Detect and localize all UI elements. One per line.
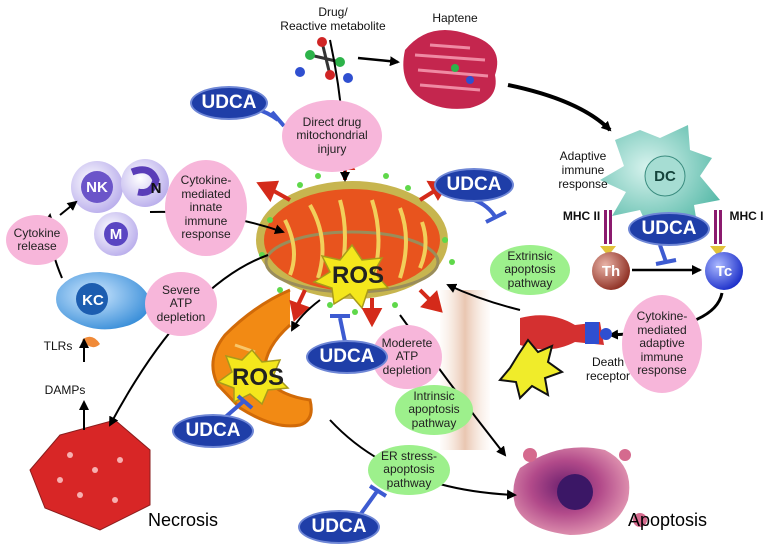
death-receptor-icon	[520, 315, 612, 350]
mhc-i-receptor-icon	[710, 210, 726, 256]
drug-molecule-icon	[295, 37, 353, 83]
oval-cytokine-release: Cytokine release	[6, 215, 68, 265]
oval-severe-atp: Severe ATP depletion	[145, 272, 217, 336]
ros-burst-mitochondrion-icon	[312, 243, 390, 310]
oval-direct-injury: Direct drug mitochondrial injury	[282, 100, 382, 172]
tc-cell	[705, 252, 743, 290]
arrow-extrinsic-mito	[446, 283, 521, 311]
th-cell	[592, 252, 630, 290]
necrotic-cell-icon	[29, 419, 151, 531]
arrow-mito-damaged	[291, 299, 321, 332]
macrophage-cell	[94, 212, 138, 256]
neutrophil-cell	[121, 159, 169, 207]
nk-cell	[71, 161, 123, 213]
necrosis-label: Necrosis	[148, 510, 219, 530]
apoptosis-label: Apoptosis	[628, 510, 708, 530]
arrow-drug-haptene	[357, 56, 400, 67]
mhc-ii-receptor-icon	[600, 210, 616, 256]
oval-extrinsic-pathway: Extrinsic apoptosis pathway	[490, 245, 570, 295]
death-receptor-label: Death receptor	[585, 355, 631, 383]
arrow-release-innate	[59, 200, 78, 216]
oval-adaptive-cytokine: Cytokine- mediated adaptive immune respo…	[622, 295, 702, 393]
ros-label-damaged: ROS	[232, 364, 285, 391]
ros-burst-damaged-icon	[216, 348, 290, 406]
haptene-label: Haptene	[432, 11, 478, 25]
kupffer-cell	[56, 272, 150, 330]
neutrophil-label: N	[150, 179, 162, 197]
mhc-ii-label: MHC II	[562, 209, 601, 223]
adaptive-immune-label: Adaptive immune response	[558, 149, 608, 191]
oval-moderate-atp: Moderete ATP depletion	[372, 325, 442, 389]
kc-label: KC	[82, 291, 104, 309]
udca-badge-4: UDCA	[306, 340, 388, 374]
dc-label: DC	[654, 167, 676, 185]
apoptotic-cell-icon	[513, 447, 647, 535]
oval-innate-immune: Cytokine- mediated innate immune respons…	[165, 160, 247, 256]
udca-badge-1: UDCA	[190, 86, 268, 120]
udca-badge-2: UDCA	[434, 168, 514, 202]
ros-label-mitochondrion: ROS	[332, 262, 385, 289]
th-label: Th	[601, 262, 621, 280]
udca-badge-5: UDCA	[172, 414, 254, 448]
udca-badge-6: UDCA	[298, 510, 380, 544]
oval-er-stress-pathway: ER stress- apoptosis pathway	[368, 445, 450, 495]
macrophage-label: M	[109, 225, 123, 243]
tc-label: Tc	[715, 262, 733, 280]
tlrs-label: TLRs	[43, 339, 73, 353]
haptene-protein-icon	[403, 30, 498, 109]
drug-label: Drug/ Reactive metabolite	[280, 5, 386, 33]
damps-label: DAMPs	[44, 383, 86, 397]
oval-intrinsic-pathway: Intrinsic apoptosis pathway	[395, 385, 473, 435]
mhc-i-label: MHC I	[729, 209, 764, 223]
dendritic-cell	[600, 125, 720, 232]
arrow-haptene-dc	[507, 83, 612, 132]
udca-badge-3: UDCA	[628, 212, 710, 246]
fadd-complex-icon	[498, 338, 565, 400]
nk-label: NK	[86, 178, 108, 196]
